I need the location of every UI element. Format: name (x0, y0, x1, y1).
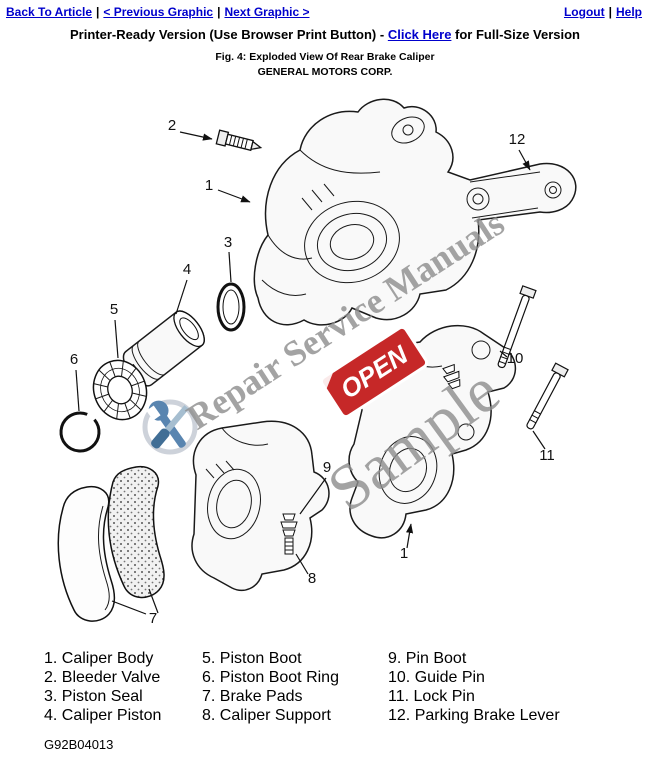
leader-line-8 (295, 553, 309, 575)
legend-item: 8. Caliper Support (202, 707, 331, 724)
leader-line-5 (114, 319, 119, 359)
figure-caption: Fig. 4: Exploded View Of Rear Brake Cali… (215, 51, 435, 63)
callout-3: 3 (224, 234, 232, 251)
callout-5: 5 (110, 301, 118, 318)
legend-column-1: 1. Caliper Body 2. Bleeder Valve 3. Pist… (44, 649, 202, 725)
parts-legend: 1. Caliper Body 2. Bleeder Valve 3. Pist… (0, 649, 650, 725)
callout-2: 2 (168, 117, 176, 134)
tools-logo-icon (142, 399, 198, 455)
legend-item: 9. Pin Boot (388, 650, 467, 667)
callout-7: 7 (149, 610, 157, 627)
piston-boot-part (92, 359, 148, 421)
leader-line-4 (175, 279, 188, 315)
previous-graphic-link[interactable]: < Previous Graphic (103, 5, 214, 19)
legend-item: 7. Brake Pads (202, 688, 303, 705)
legend-column-2: 5. Piston Boot 6. Piston Boot Ring 7. Br… (202, 649, 388, 725)
leader-line-11 (532, 430, 546, 450)
brake-pads-part (57, 465, 165, 622)
callout-1b: 1 (400, 545, 408, 562)
piston-seal-part (216, 282, 246, 332)
legend-item: 4. Caliper Piston (44, 707, 162, 724)
callout-12: 12 (509, 131, 526, 148)
top-navigation-bar: Back To Article|< Previous Graphic|Next … (0, 0, 650, 20)
nav-separator: | (608, 5, 612, 19)
exploded-diagram: 2 1 12 3 4 5 6 7 8 9 10 11 1 (57, 98, 577, 627)
full-size-suffix-text: for Full-Size Version (451, 27, 580, 42)
next-graphic-link[interactable]: Next Graphic > (224, 5, 310, 19)
guide-pin-part (497, 285, 537, 369)
legend-item: 11. Lock Pin (388, 688, 475, 705)
printer-ready-line: Printer-Ready Version (Use Browser Print… (0, 27, 650, 42)
caliper-support-part (191, 420, 330, 592)
back-to-article-link[interactable]: Back To Article (6, 5, 93, 19)
callout-11: 11 (539, 447, 555, 464)
callout-4: 4 (183, 261, 191, 278)
leader-line-1 (217, 189, 251, 203)
leader-line-12 (518, 149, 531, 171)
legend-item: 10. Guide Pin (388, 669, 485, 686)
callout-6: 6 (70, 351, 78, 368)
figure-id: G92B04013 (44, 737, 114, 752)
help-link[interactable]: Help (615, 5, 642, 19)
legend-column-3: 9. Pin Boot 10. Guide Pin 11. Lock Pin 1… (388, 649, 560, 725)
piston-boot-ring-part (59, 411, 101, 453)
pin-boot-part (280, 513, 298, 555)
leader-line-10 (499, 350, 508, 358)
leader-line-7 (111, 588, 159, 615)
leader-line-9 (299, 477, 327, 515)
legend-item: 5. Piston Boot (202, 650, 302, 667)
leader-line-3 (228, 251, 232, 283)
caliper-body-part (253, 98, 577, 326)
callout-10: 10 (507, 350, 524, 367)
legend-item: 3. Piston Seal (44, 688, 143, 705)
legend-item: 2. Bleeder Valve (44, 669, 161, 686)
legend-item: 6. Piston Boot Ring (202, 669, 339, 686)
company-name: GENERAL MOTORS CORP. (257, 66, 393, 78)
callout-1: 1 (205, 177, 213, 194)
leader-line-2 (179, 131, 213, 141)
printer-ready-text: Printer-Ready Version (Use Browser Print… (69, 27, 388, 42)
lock-pin-part (526, 362, 569, 430)
nav-separator: | (96, 5, 100, 19)
nav-separator: | (217, 5, 221, 19)
callout-9: 9 (323, 459, 331, 476)
leader-line-6 (75, 369, 80, 412)
nav-left-group: Back To Article|< Previous Graphic|Next … (6, 5, 310, 19)
full-size-version-link[interactable]: Click Here (387, 27, 452, 42)
legend-item: 12. Parking Brake Lever (388, 707, 560, 724)
bleeder-valve-part (215, 129, 263, 152)
callout-8: 8 (308, 570, 316, 587)
logout-link[interactable]: Logout (563, 5, 605, 19)
nav-right-group: Logout|Help (564, 5, 642, 19)
leader-line-1b (405, 523, 414, 549)
legend-item: 1. Caliper Body (44, 650, 154, 667)
